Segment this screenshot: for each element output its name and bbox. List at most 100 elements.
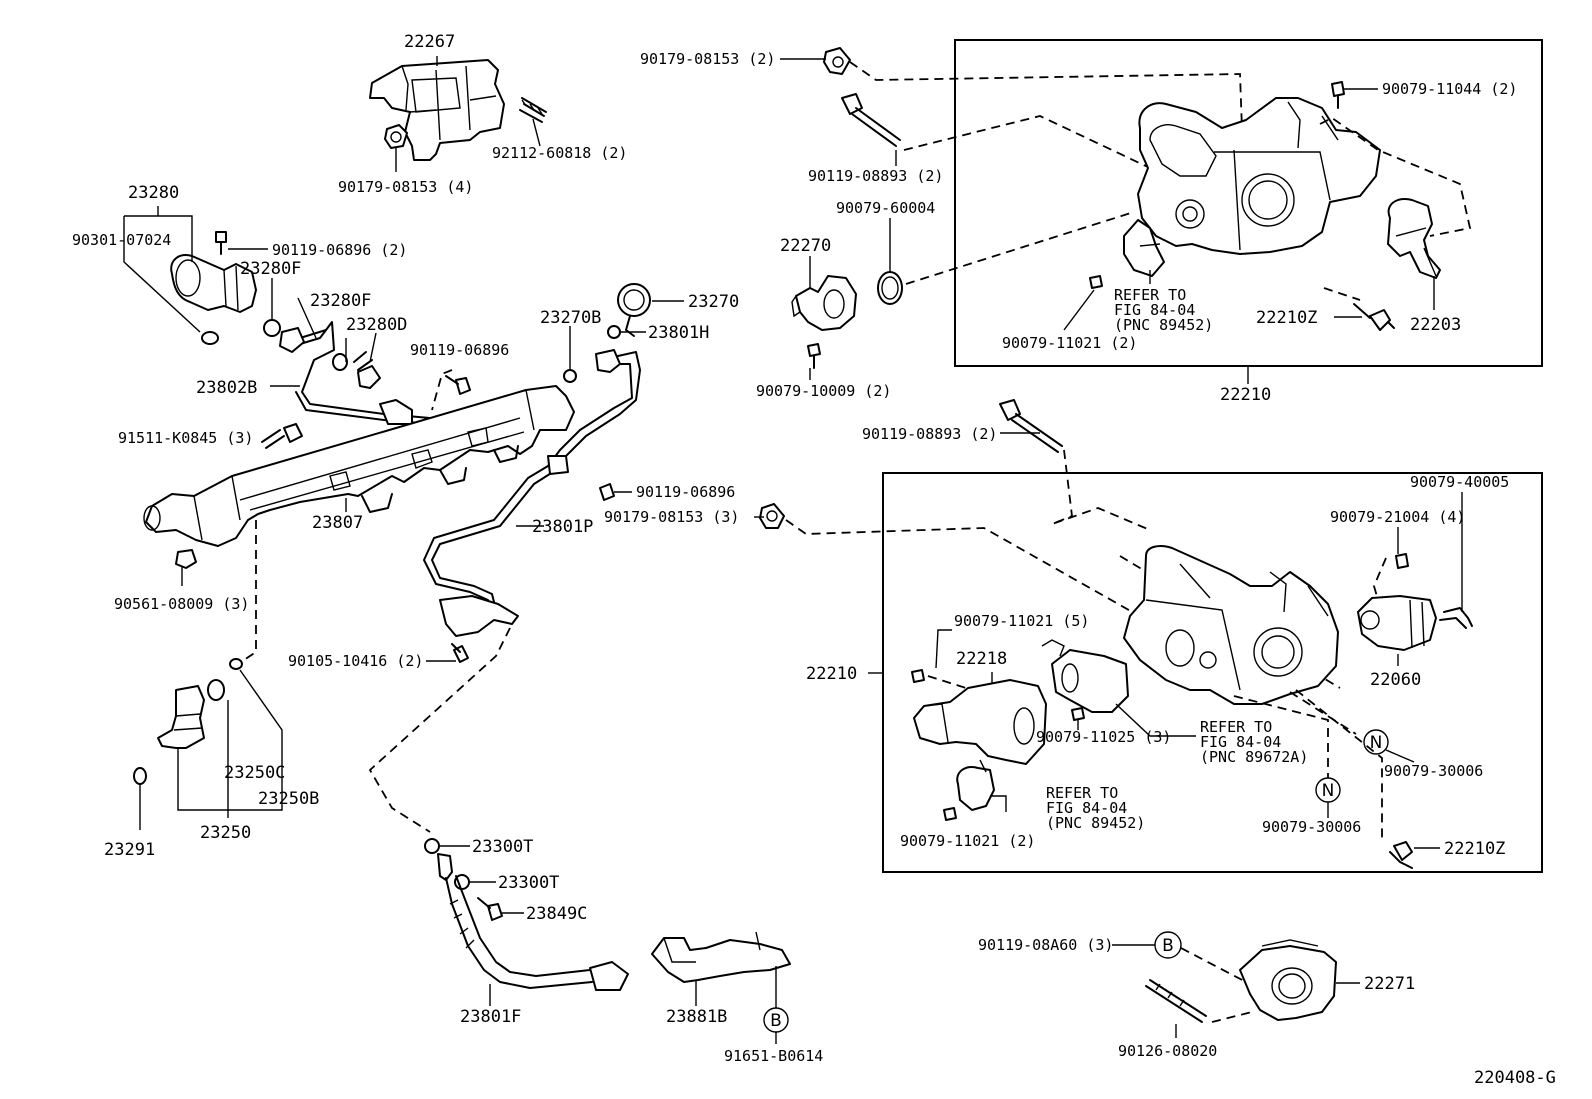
fuel-hose-23801F [437,853,629,991]
label-23807: 23807 [312,513,363,533]
clip-23291 [133,767,147,785]
pressure-regulator-23280 [170,254,257,313]
gasket-23270B [563,369,577,383]
bolt-90119-08893-top [841,93,901,147]
label-23280D: 23280D [346,315,407,335]
marker-B-bottom-letter: B [770,1011,782,1031]
sensor-lower-left [956,759,995,811]
label-23280F-b: 23280F [310,291,371,311]
sensor-left-upper [1123,219,1165,277]
label-22271: 22271 [1364,974,1415,994]
sensor-22210Z-upper [1353,303,1395,331]
label-90079-10009: 90079-10009 (2) [756,382,891,400]
bolt-90079-11021-lower [943,807,957,821]
label-90105: 90105-10416 (2) [288,652,423,670]
label-90079-21004: 90079-21004 (4) [1330,508,1465,526]
label-90079-30006-a: 90079-30006 [1384,762,1483,780]
label-91651: 91651-B0614 [724,1047,823,1065]
bolt-91511 [261,423,303,449]
label-22203: 22203 [1410,315,1461,335]
bolt-90079-11021-5 [911,669,925,683]
label-90561: 90561-08009 (3) [114,595,249,613]
nut-90179-top [384,124,408,149]
nut-90179-08153-2 [823,47,851,75]
throttle-body-lower [1123,545,1339,705]
label-23291: 23291 [104,840,155,860]
marker-N-right [1363,729,1389,755]
label-90079-11021-5: 90079-11021 (5) [954,612,1089,630]
label-ref-bot-2: FIG 84-04 [1046,799,1127,817]
label-90119-08893-2a: 90119-08893 (2) [808,167,943,185]
marker-B-right-letter: B [1162,936,1174,956]
oring-90301 [201,331,219,345]
label-22267: 22267 [404,32,455,52]
label-92112: 92112-60818 (2) [492,144,627,162]
label-ref-mid-3: (PNC 89672A) [1200,748,1308,766]
bolt-90079-11044 [1331,81,1345,109]
label-22210Z-bot: 22210Z [1444,839,1505,859]
damper-23270 [617,283,651,337]
label-90079-11021-top: 90079-11021 (2) [1002,334,1137,352]
marker-N-lower-letter: N [1322,781,1335,801]
oring-23250B [229,658,243,670]
throttle-body-upper [1137,97,1381,255]
bolt-23280D [353,351,381,389]
label-90119-06896-a: 90119-06896 [410,341,509,359]
fuel-pipe-23801P [423,349,641,637]
return-tube-23802B [279,321,433,425]
figure-id: 220408-G [1474,1068,1556,1088]
bracket-22267 [369,59,505,161]
sensor-22203 [1387,198,1441,279]
label-90119-08A60: 90119-08A60 (3) [978,936,1113,954]
insulator-90561 [175,549,197,569]
nut-90179-08153-3 [759,503,785,529]
gasket-23801H [607,325,621,339]
bracket-23881B [651,931,791,983]
label-22218: 22218 [956,649,1007,669]
gasket-90079-60004 [877,271,903,305]
label-91511: 91511-K0845 (3) [118,429,253,447]
label-90079-11021-2b: 90079-11021 (2) [900,832,1035,850]
flange-22271 [1239,939,1337,1021]
label-90079-40005: 90079-40005 [1410,473,1509,491]
bolt-90079-10009 [807,343,821,369]
label-90301: 90301-07024 [72,231,171,249]
sensor-22210Z-lower [1389,841,1413,869]
label-90119-08893-2b: 90119-08893 (2) [862,425,997,443]
label-23270: 23270 [688,292,739,312]
label-ref-top-2: FIG 84-04 [1114,301,1195,319]
bolt-90105 [451,643,469,663]
oring-23280F-b [332,353,348,371]
cover-22218 [913,679,1047,765]
label-23801P: 23801P [532,517,593,537]
grommet-23250C [207,679,225,701]
label-22060: 22060 [1370,670,1421,690]
label-23250B: 23250B [258,789,319,809]
label-ref-top-1: REFER TO [1114,286,1186,304]
label-23270B: 23270B [540,308,601,328]
label-90119-06896-2: 90119-06896 (2) [272,241,407,259]
injector-23250 [157,685,205,749]
label-23280F-a: 23280F [240,259,301,279]
label-23849C: 23849C [526,904,587,924]
fuel-rail-23807 [143,385,575,547]
stud-92112 [519,97,547,123]
marker-N-right-letter: N [1370,733,1383,753]
bolt-90079-21004 [1395,553,1409,569]
label-23801H: 23801H [648,323,709,343]
valve-22060 [1357,595,1437,651]
label-22210Z-top: 22210Z [1256,308,1317,328]
bolt-90119-06896-b [599,483,615,501]
bolt-90079-11021-upper [1089,275,1103,289]
stud-90126 [1145,979,1207,1023]
label-90119-06896-b: 90119-06896 [636,483,735,501]
bolt-90119-06896-2 [215,231,227,255]
label-22270: 22270 [780,236,831,256]
bolt-23849C [477,897,503,921]
bolt-90119-06896-a [445,375,471,395]
oring-23280F-a [263,319,281,337]
label-ref-mid-2: FIG 84-04 [1200,733,1281,751]
label-90079-30006-b: 90079-30006 [1262,818,1361,836]
sensor-lower-mid [1041,639,1129,713]
